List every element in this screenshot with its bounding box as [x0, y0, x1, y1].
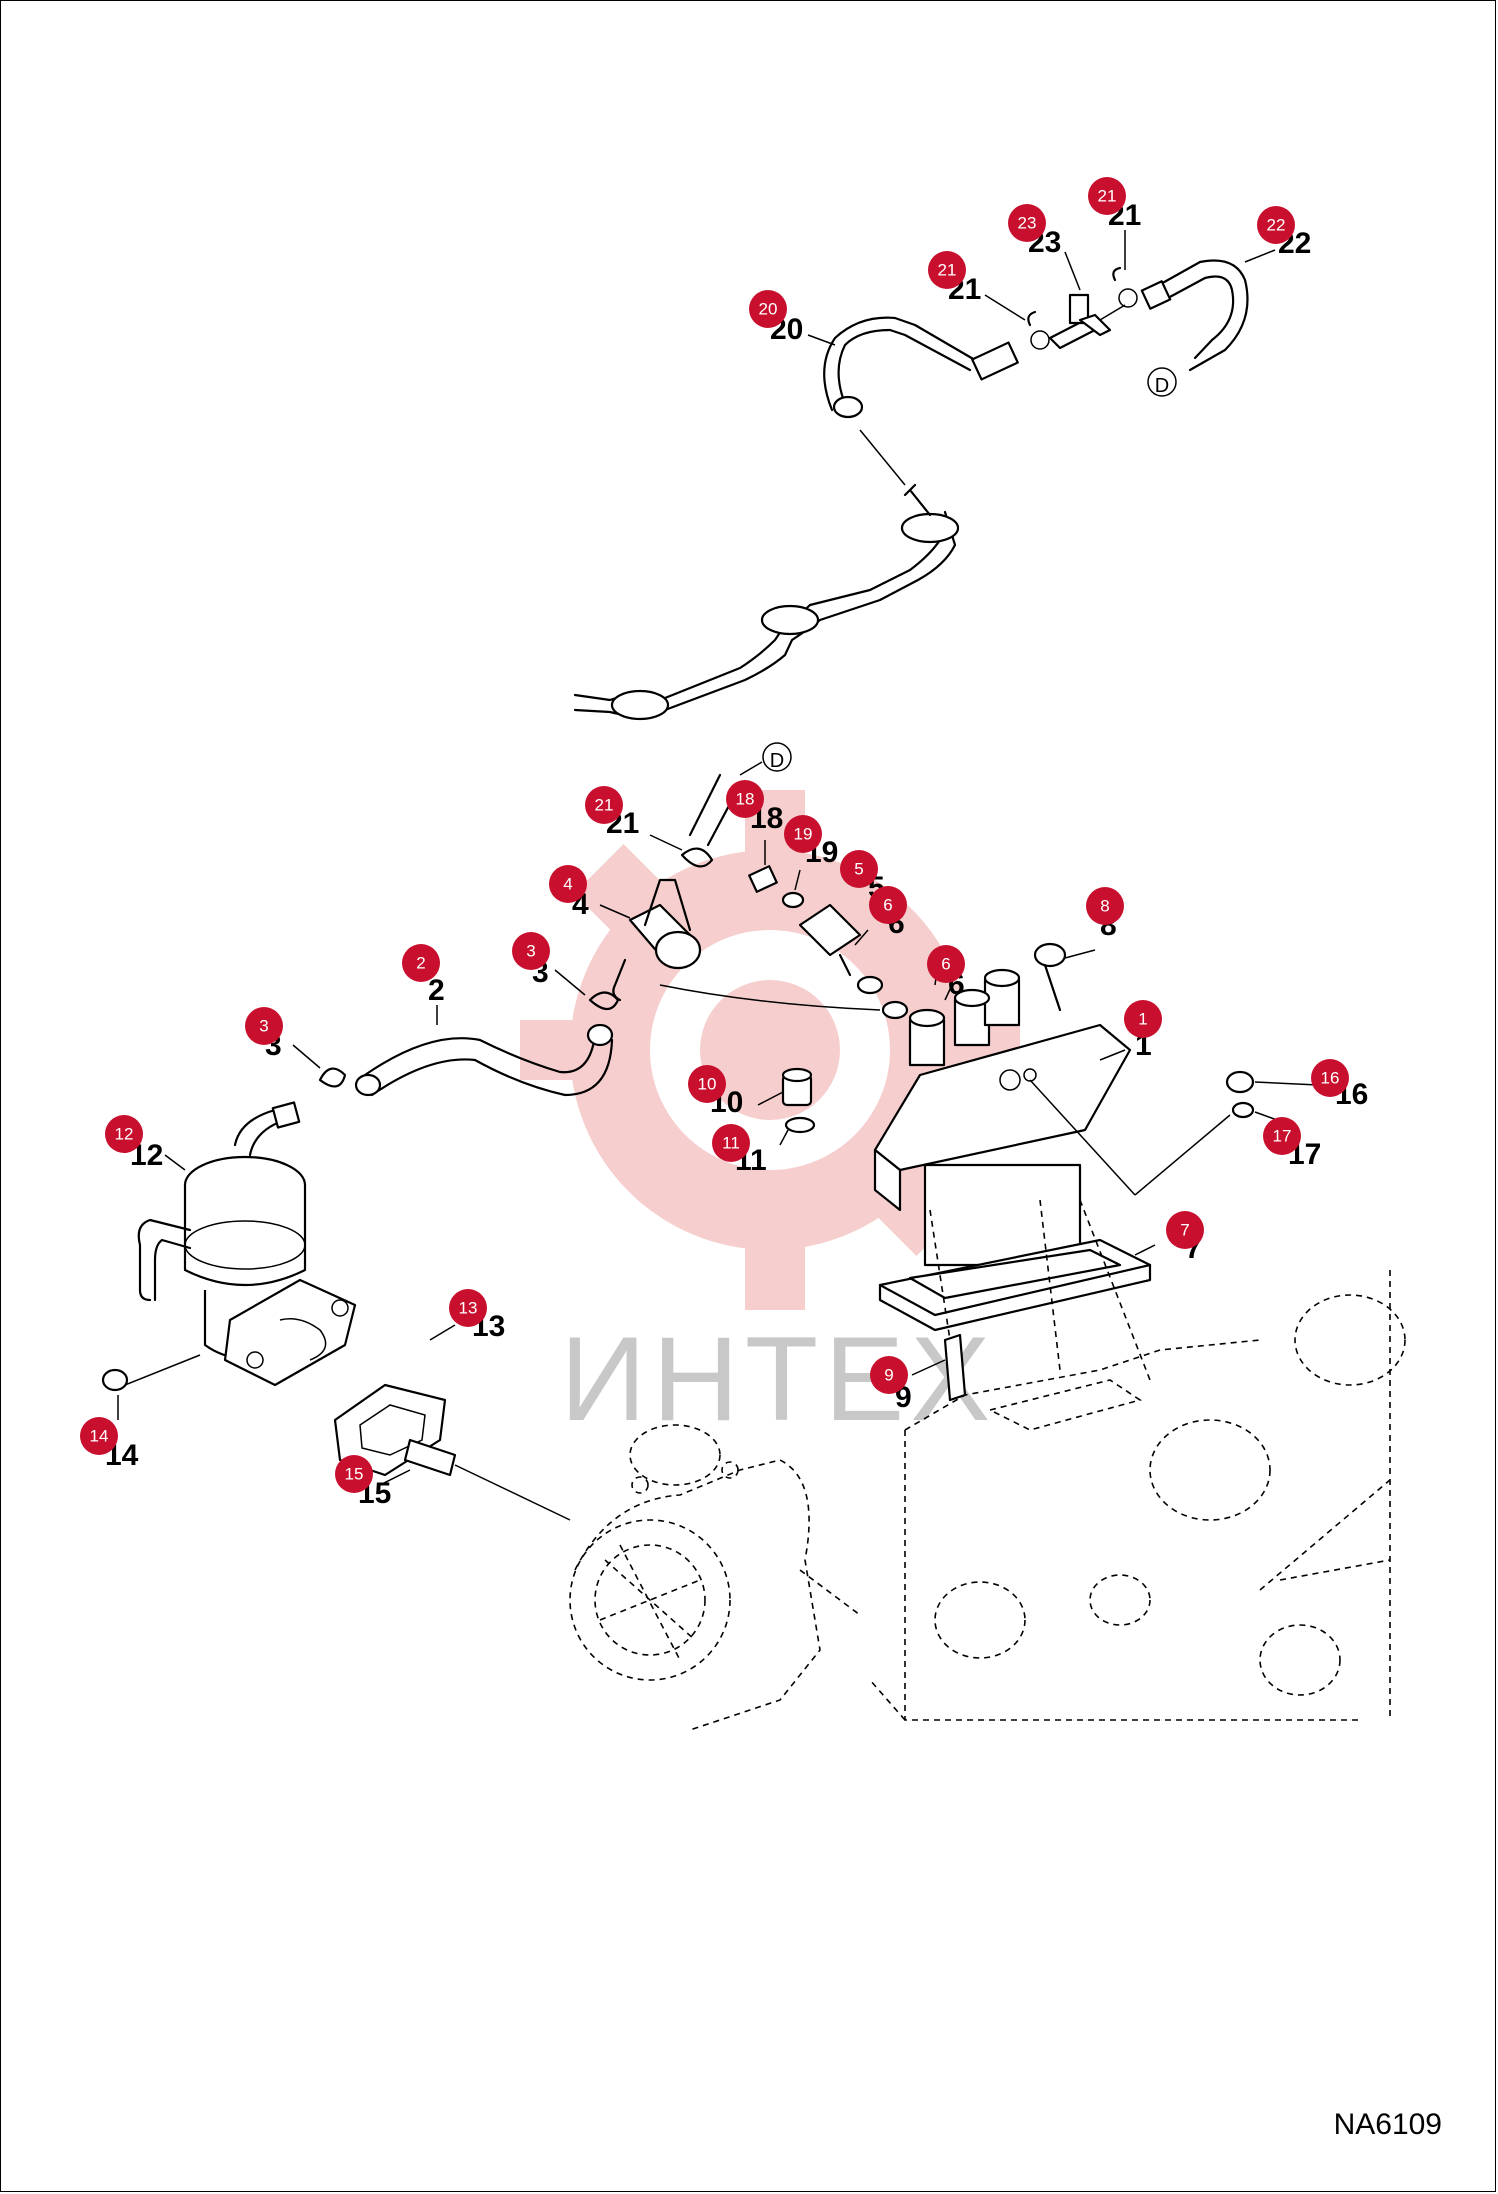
- svg-text:14: 14: [90, 1427, 109, 1446]
- badge-7: 7: [1166, 1211, 1204, 1249]
- injection-pump: [781, 942, 1255, 1402]
- svg-text:8: 8: [1100, 897, 1109, 916]
- svg-text:22: 22: [1267, 216, 1286, 235]
- gear-housing: [569, 1424, 861, 1731]
- badge-3a: 3: [245, 1007, 283, 1045]
- callout-badges: 1 2 3 3 4 5 6 6 7 8 9 10 11 12 13 14 15 …: [80, 177, 1349, 1493]
- connector-d-mid: D: [770, 750, 784, 772]
- badge-18: 18: [726, 780, 764, 818]
- svg-text:21: 21: [1098, 187, 1117, 206]
- badge-17: 17: [1263, 1117, 1301, 1155]
- svg-text:2: 2: [416, 954, 425, 973]
- feed-line-assembly: D: [318, 742, 909, 1097]
- svg-text:6: 6: [883, 896, 892, 915]
- badge-13: 13: [449, 1289, 487, 1327]
- watermark-text: ИНТЕХ: [560, 1312, 996, 1446]
- badge-8: 8: [1086, 887, 1124, 925]
- svg-text:3: 3: [526, 942, 535, 961]
- badge-4: 4: [549, 865, 587, 903]
- svg-text:19: 19: [794, 825, 813, 844]
- badge-11: 11: [712, 1124, 750, 1162]
- svg-text:9: 9: [884, 1366, 893, 1385]
- svg-text:13: 13: [459, 1299, 478, 1318]
- badge-19: 19: [784, 815, 822, 853]
- fuel-feed-pump: [101, 1101, 571, 1521]
- badge-3b: 3: [512, 932, 550, 970]
- badge-21b: 21: [928, 251, 966, 289]
- badge-23: 23: [1008, 204, 1046, 242]
- badge-2: 2: [402, 944, 440, 982]
- svg-text:17: 17: [1273, 1127, 1292, 1146]
- svg-text:1: 1: [1138, 1010, 1147, 1029]
- svg-text:4: 4: [563, 875, 572, 894]
- svg-text:6: 6: [941, 955, 950, 974]
- badge-1: 1: [1124, 1000, 1162, 1038]
- svg-text:18: 18: [736, 790, 755, 809]
- svg-text:15: 15: [345, 1465, 364, 1484]
- svg-text:23: 23: [1018, 214, 1037, 233]
- callout-number-2: 2: [428, 974, 445, 1007]
- badge-15: 15: [335, 1455, 373, 1493]
- connector-d-top: D: [1155, 375, 1169, 397]
- badge-6b: 6: [927, 945, 965, 983]
- svg-text:11: 11: [722, 1134, 740, 1153]
- svg-text:21: 21: [938, 261, 957, 280]
- badge-10: 10: [688, 1065, 726, 1103]
- svg-text:21: 21: [595, 796, 614, 815]
- svg-text:20: 20: [759, 300, 778, 319]
- return-line-assembly: D: [573, 259, 1249, 721]
- svg-text:3: 3: [259, 1017, 268, 1036]
- badge-14: 14: [80, 1417, 118, 1455]
- badge-12: 12: [105, 1115, 143, 1153]
- svg-text:16: 16: [1321, 1069, 1340, 1088]
- badge-9: 9: [870, 1356, 908, 1394]
- badge-20: 20: [749, 290, 787, 328]
- badge-21c: 21: [1088, 177, 1126, 215]
- svg-text:10: 10: [698, 1075, 717, 1094]
- svg-text:12: 12: [115, 1125, 134, 1144]
- svg-text:7: 7: [1180, 1221, 1189, 1240]
- badge-22: 22: [1257, 206, 1295, 244]
- badge-21a: 21: [585, 786, 623, 824]
- svg-text:5: 5: [854, 860, 863, 879]
- badge-16: 16: [1311, 1059, 1349, 1097]
- engine-block: [869, 1199, 1406, 1721]
- badge-5: 5: [840, 850, 878, 888]
- drawing-code: NA6109: [1333, 2108, 1442, 2141]
- badge-6a: 6: [869, 886, 907, 924]
